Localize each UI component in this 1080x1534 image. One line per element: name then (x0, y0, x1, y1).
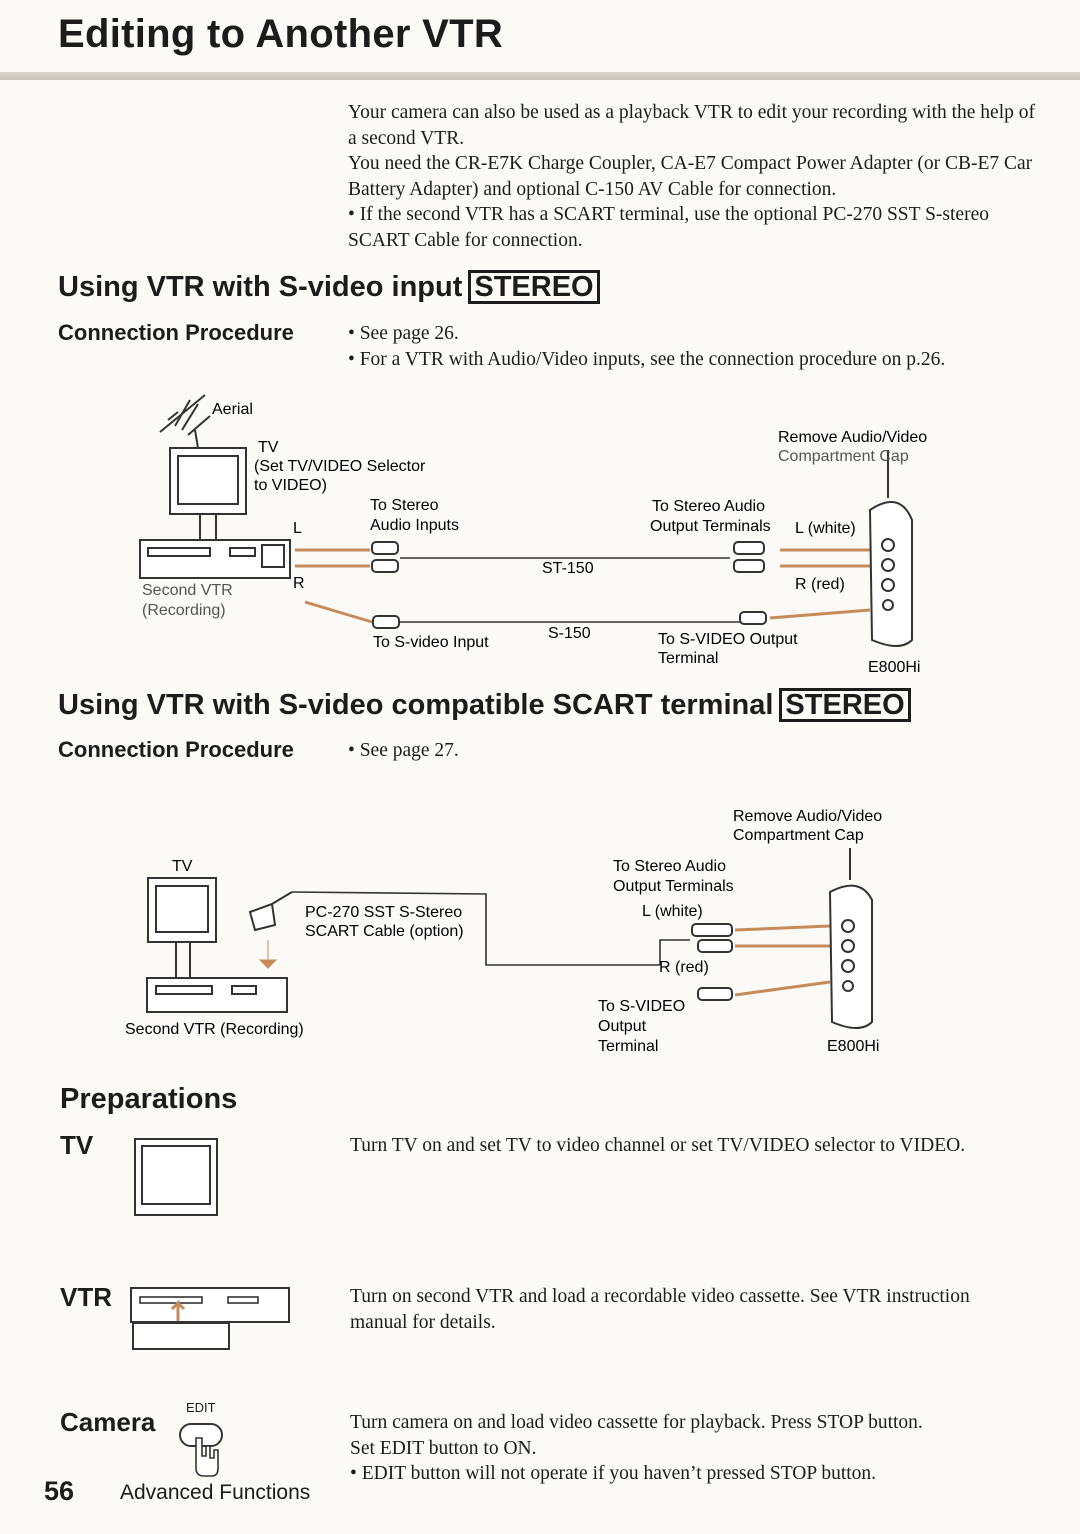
to-svideo-2: Output (598, 1018, 647, 1035)
section2-heading-text: Using VTR with S-video compatible SCART … (58, 689, 774, 721)
to-stereo-audio-inputs-1: To Stereo (370, 497, 439, 514)
prep-vtr-text: Turn on second VTR and load a recordable… (350, 1286, 970, 1333)
st150-label: ST-150 (542, 560, 594, 577)
intro-paragraph-1: Your camera can also be used as a playba… (348, 102, 1036, 149)
to-stereo-out-1b: To Stereo Audio (613, 858, 726, 875)
to-stereo-out-2: Output Terminals (650, 518, 771, 535)
edit-label: EDIT (186, 1400, 216, 1415)
camera-terminal-panel (868, 450, 913, 647)
prep-camera-label: Camera (60, 1407, 156, 1437)
l-white-label-2: L (white) (642, 903, 703, 920)
l-white-label: L (white) (795, 520, 856, 537)
prep-camera-text-2: Set EDIT button to ON. (350, 1437, 537, 1459)
model-label: E800Hi (868, 659, 920, 676)
remove-cap-2b: Compartment Cap (733, 827, 864, 844)
to-stereo-audio-inputs-2: Audio Inputs (370, 517, 459, 534)
scart-cable-line (291, 891, 660, 966)
prep-camera-text: Turn camera on and load video cassette f… (350, 1410, 1030, 1487)
r-red-label: R (red) (795, 576, 845, 593)
cable-label-2: SCART Cable (option) (305, 923, 464, 940)
tv-icon-3 (134, 1138, 218, 1216)
prep-tv-text: Turn TV on and set TV to video channel o… (350, 1135, 966, 1156)
remove-cap-2: Compartment Cap (778, 448, 909, 465)
page-title: Editing to Another VTR (58, 12, 504, 56)
prep-camera-text-1: Turn camera on and load video cassette f… (350, 1412, 923, 1433)
title-rule (0, 72, 1080, 80)
s150-label: S-150 (548, 625, 591, 642)
prep-tv-label: TV (60, 1130, 94, 1160)
to-stereo-out-2b: Output Terminals (613, 878, 734, 895)
r-red-label-2: R (red) (659, 959, 709, 976)
left-channel-label: L (293, 520, 302, 537)
tv-note-2: to VIDEO) (254, 477, 327, 494)
to-stereo-out-1: To Stereo Audio (652, 498, 765, 515)
section1-bullet-2: • For a VTR with Audio/Video inputs, see… (348, 348, 946, 370)
section1-heading-text: Using VTR with S-video input (58, 271, 463, 303)
to-svideo-input-label: To S-video Input (373, 634, 489, 651)
intro-text: Your camera can also be used as a playba… (348, 100, 1038, 253)
tv-icon (169, 447, 247, 540)
down-arrow-icon (258, 940, 278, 969)
second-vtr-label: Second VTR (142, 582, 233, 599)
tv-icon-2 (147, 877, 217, 978)
model-label-2: E800Hi (827, 1038, 879, 1055)
preparations-heading: Preparations (60, 1083, 238, 1115)
tv-label-2: TV (172, 858, 193, 875)
tv-label: TV (258, 439, 279, 456)
recording-label: (Recording) (142, 602, 226, 619)
remove-cap-1: Remove Audio/Video (778, 429, 927, 446)
section1-bullet-1: • See page 26. (348, 323, 459, 344)
connection-procedure-label-2: Connection Procedure (58, 737, 294, 762)
intro-paragraph-3: • If the second VTR has a SCART terminal… (348, 204, 989, 251)
section1-bullets: • See page 26. • For a VTR with Audio/Vi… (348, 321, 1048, 372)
stereo-badge-2: STEREO (779, 688, 911, 722)
cables-2 (734, 924, 831, 997)
aerial-label: Aerial (212, 401, 253, 418)
intro-paragraph-2: You need the CR-E7K Charge Coupler, CA-E… (348, 153, 1033, 200)
plug-connectors-2 (691, 923, 733, 1001)
second-vtr-icon-2 (146, 977, 288, 1013)
cables (295, 548, 871, 624)
plug-connectors (371, 541, 767, 629)
scart-plug-icon (248, 891, 293, 932)
stereo-badge: STEREO (468, 270, 600, 304)
to-svideo-3: Terminal (598, 1038, 658, 1055)
section2-bullet-1: • See page 27. (348, 740, 459, 761)
edit-button-icon (179, 1423, 223, 1477)
second-vtr-icon (139, 539, 291, 579)
cable-label-1: PC-270 SST S-Stereo (305, 904, 462, 921)
section-label: Advanced Functions (120, 1481, 311, 1504)
prep-camera-text-3: • EDIT button will not operate if you ha… (350, 1463, 877, 1484)
cable-lines (400, 557, 740, 623)
to-svideo-out-2: Terminal (658, 650, 718, 667)
vtr-icon (130, 1287, 290, 1350)
to-svideo-1: To S-VIDEO (598, 998, 685, 1015)
second-vtr-recording-label: Second VTR (Recording) (125, 1021, 304, 1038)
prep-vtr-label: VTR (60, 1282, 112, 1312)
right-channel-label: R (293, 575, 305, 592)
diagram-scart-connection: TV PC-270 SST S-Stereo SCART Cable (opti… (125, 808, 882, 1055)
camera-terminal-panel-2 (828, 848, 873, 1029)
to-svideo-out-1: To S-VIDEO Output (658, 631, 798, 648)
connection-procedure-label: Connection Procedure (58, 320, 294, 345)
split-line (659, 939, 690, 965)
tv-note-1: (Set TV/VIDEO Selector (254, 458, 426, 475)
page-number: 56 (44, 1476, 75, 1506)
diagram-svideo-connection: Aerial TV (Set TV/VIDEO Selector to VIDE… (139, 394, 927, 676)
aerial-icon (159, 394, 211, 449)
remove-cap-1b: Remove Audio/Video (733, 808, 882, 825)
section2-heading: Using VTR with S-video compatible SCART … (58, 688, 911, 722)
